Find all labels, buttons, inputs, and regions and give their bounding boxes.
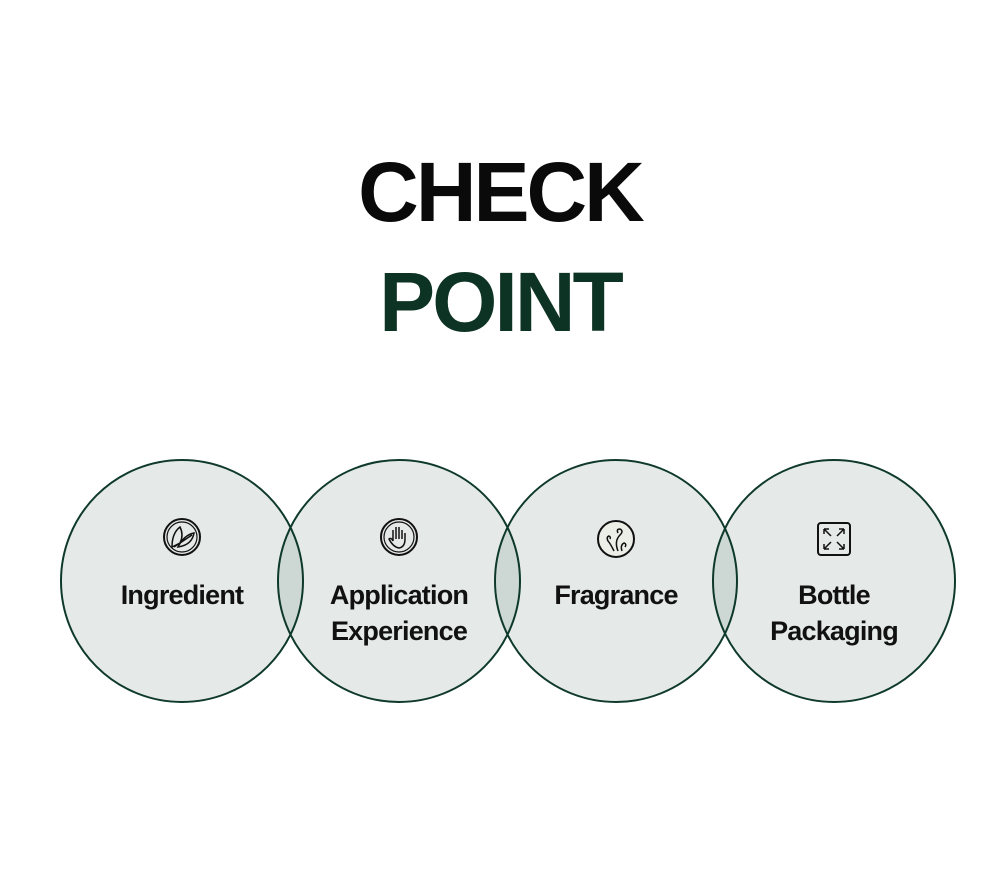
title-line-1: CHECK xyxy=(358,145,645,239)
label-fragrance: Fragrance xyxy=(516,577,716,613)
circle-application xyxy=(277,459,521,703)
circle-ingredient xyxy=(60,459,304,703)
title-line-2: POINT xyxy=(379,255,624,349)
label-line: Packaging xyxy=(770,616,899,646)
hand-icon xyxy=(380,518,418,556)
swirl-icon xyxy=(597,520,635,558)
circle-fragrance xyxy=(494,459,738,703)
circle-packaging xyxy=(712,459,956,703)
leaf-icon xyxy=(163,518,201,556)
label-line: Ingredient xyxy=(120,580,244,610)
label-line: Experience xyxy=(330,616,468,646)
label-line: Fragrance xyxy=(554,580,678,610)
label-line: Application xyxy=(329,580,469,610)
label-ingredient: Ingredient xyxy=(82,577,282,613)
label-line: Bottle xyxy=(798,580,871,610)
expand-icon xyxy=(817,522,851,556)
